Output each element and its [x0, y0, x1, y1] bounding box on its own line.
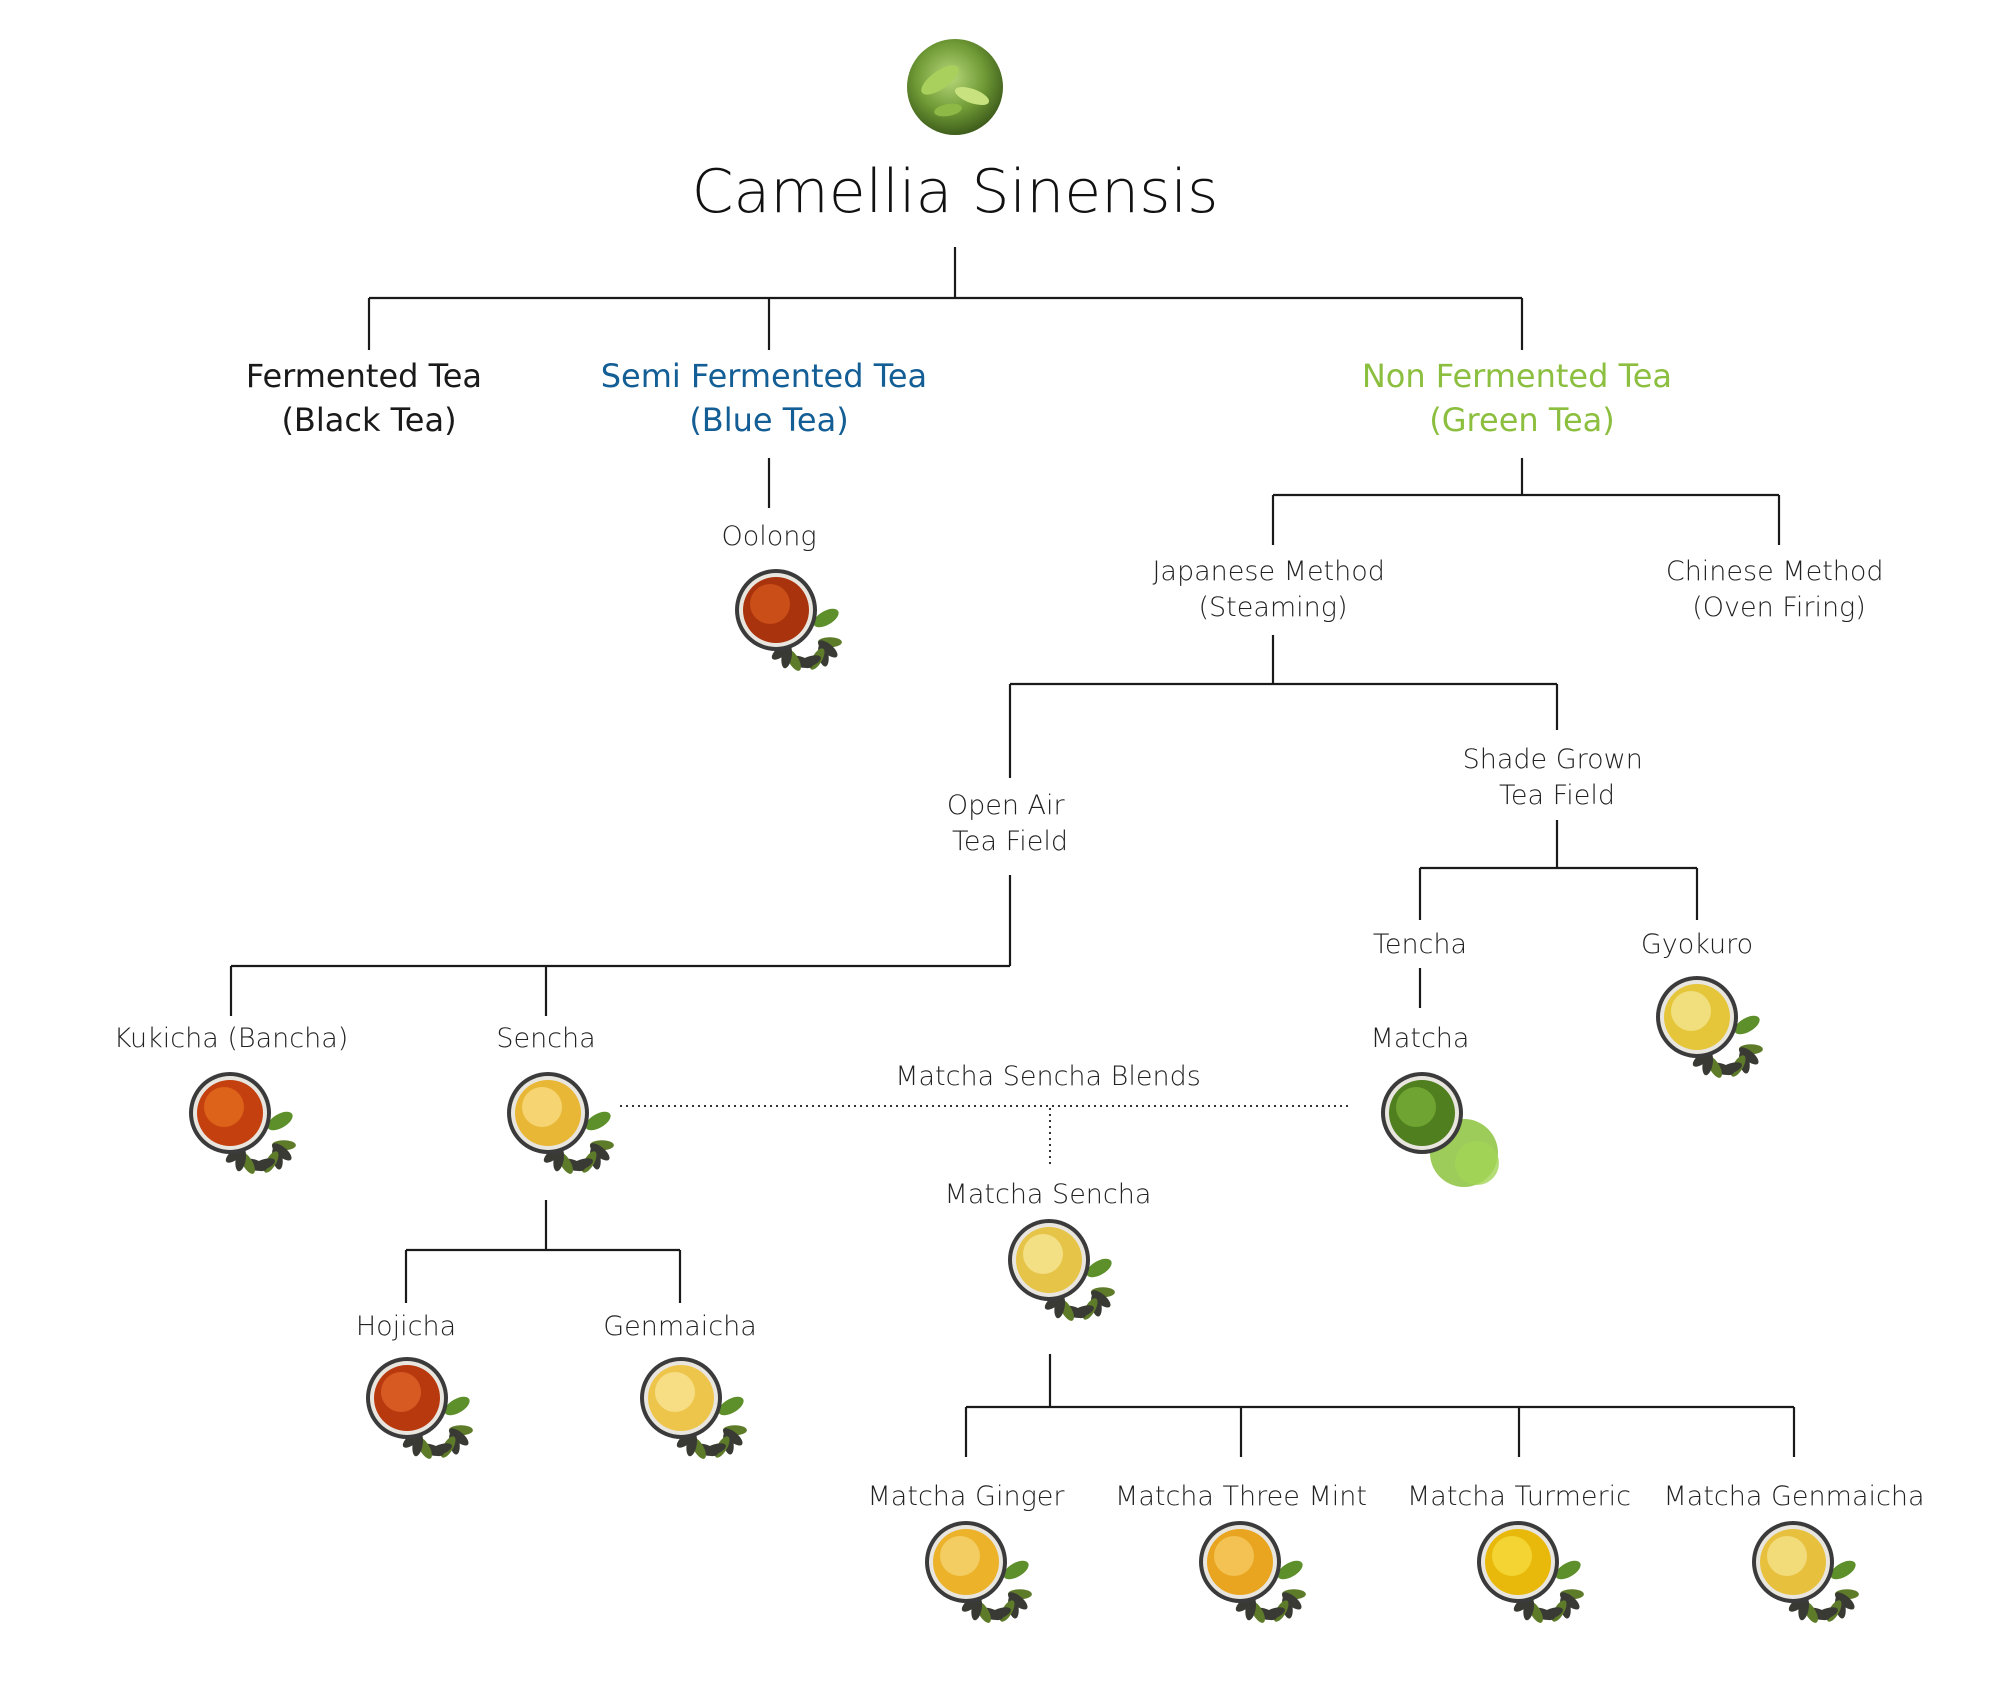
oolong-cup-icon	[735, 569, 842, 671]
matcha-ginger-cup-icon	[925, 1521, 1032, 1623]
node-hojicha: Hojicha	[356, 1311, 456, 1342]
node-kukicha: Kukicha (Bancha)	[114, 1023, 349, 1054]
node-oolong: Oolong	[721, 521, 816, 552]
node-matcha-turmeric: Matcha Turmeric	[1407, 1481, 1631, 1512]
node-matcha-ginger: Matcha Ginger	[868, 1481, 1066, 1512]
tea-leaf-photo-icon	[907, 39, 1003, 135]
node-matcha: Matcha	[1371, 1023, 1470, 1054]
node-chinese-method: Chinese Method (Oven Firing)	[1666, 556, 1892, 623]
category-non-fermented: Non Fermented Tea (Green Tea)	[1362, 357, 1682, 439]
node-shade-grown-tea-field: Shade Grown Tea Field	[1463, 744, 1652, 811]
node-sencha: Sencha	[496, 1023, 595, 1054]
genmaicha-cup-icon	[640, 1357, 747, 1459]
node-matcha-three-mint: Matcha Three Mint	[1115, 1481, 1367, 1512]
category-semi-fermented: Semi Fermented Tea (Blue Tea)	[601, 357, 938, 439]
hojicha-cup-icon	[366, 1357, 473, 1459]
matcha-turmeric-cup-icon	[1477, 1521, 1584, 1623]
category-fermented: Fermented Tea (Black Tea)	[246, 357, 492, 439]
node-matcha-sencha-blends: Matcha Sencha Blends	[895, 1061, 1201, 1092]
node-matcha-sencha: Matcha Sencha	[945, 1179, 1152, 1210]
node-genmaicha: Genmaicha	[603, 1311, 757, 1342]
diagram-title: Camellia Sinensis	[692, 157, 1219, 227]
node-japanese-method: Japanese Method (Steaming)	[1152, 556, 1393, 623]
node-tencha: Tencha	[1373, 929, 1467, 960]
connector-lines	[229, 247, 1796, 1457]
node-open-air-tea-field: Open Air Tea Field	[947, 790, 1073, 857]
matcha-genmaicha-cup-icon	[1752, 1521, 1859, 1623]
node-matcha-genmaicha: Matcha Genmaicha	[1663, 1481, 1924, 1512]
matcha-sencha-cup-icon	[1008, 1219, 1115, 1321]
matcha-cup-icon	[1381, 1072, 1499, 1187]
sencha-cup-icon	[507, 1072, 614, 1174]
kukicha-cup-icon	[189, 1072, 296, 1174]
gyokuro-cup-icon	[1656, 976, 1763, 1078]
matcha-three-mint-cup-icon	[1199, 1521, 1306, 1623]
node-gyokuro: Gyokuro	[1641, 929, 1753, 960]
